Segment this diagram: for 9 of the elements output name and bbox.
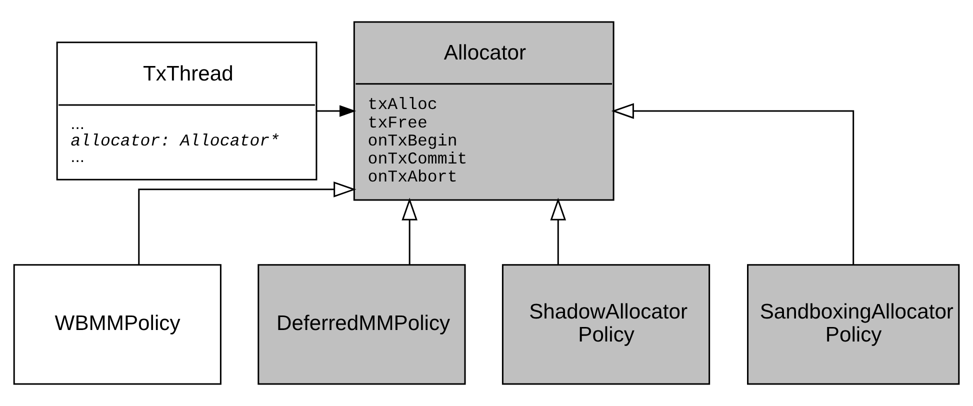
node-box: SandboxingAllocator Policy [747,264,960,385]
arrow [316,105,356,117]
arrow [138,182,356,265]
arrow [550,198,566,264]
node-box: DeferredMMPolicy [258,264,466,385]
arrow [611,103,854,264]
node-box: WBMMPolicy [13,264,222,385]
node-box: ShadowAllocator Policy [502,264,710,385]
arrow [402,198,418,264]
